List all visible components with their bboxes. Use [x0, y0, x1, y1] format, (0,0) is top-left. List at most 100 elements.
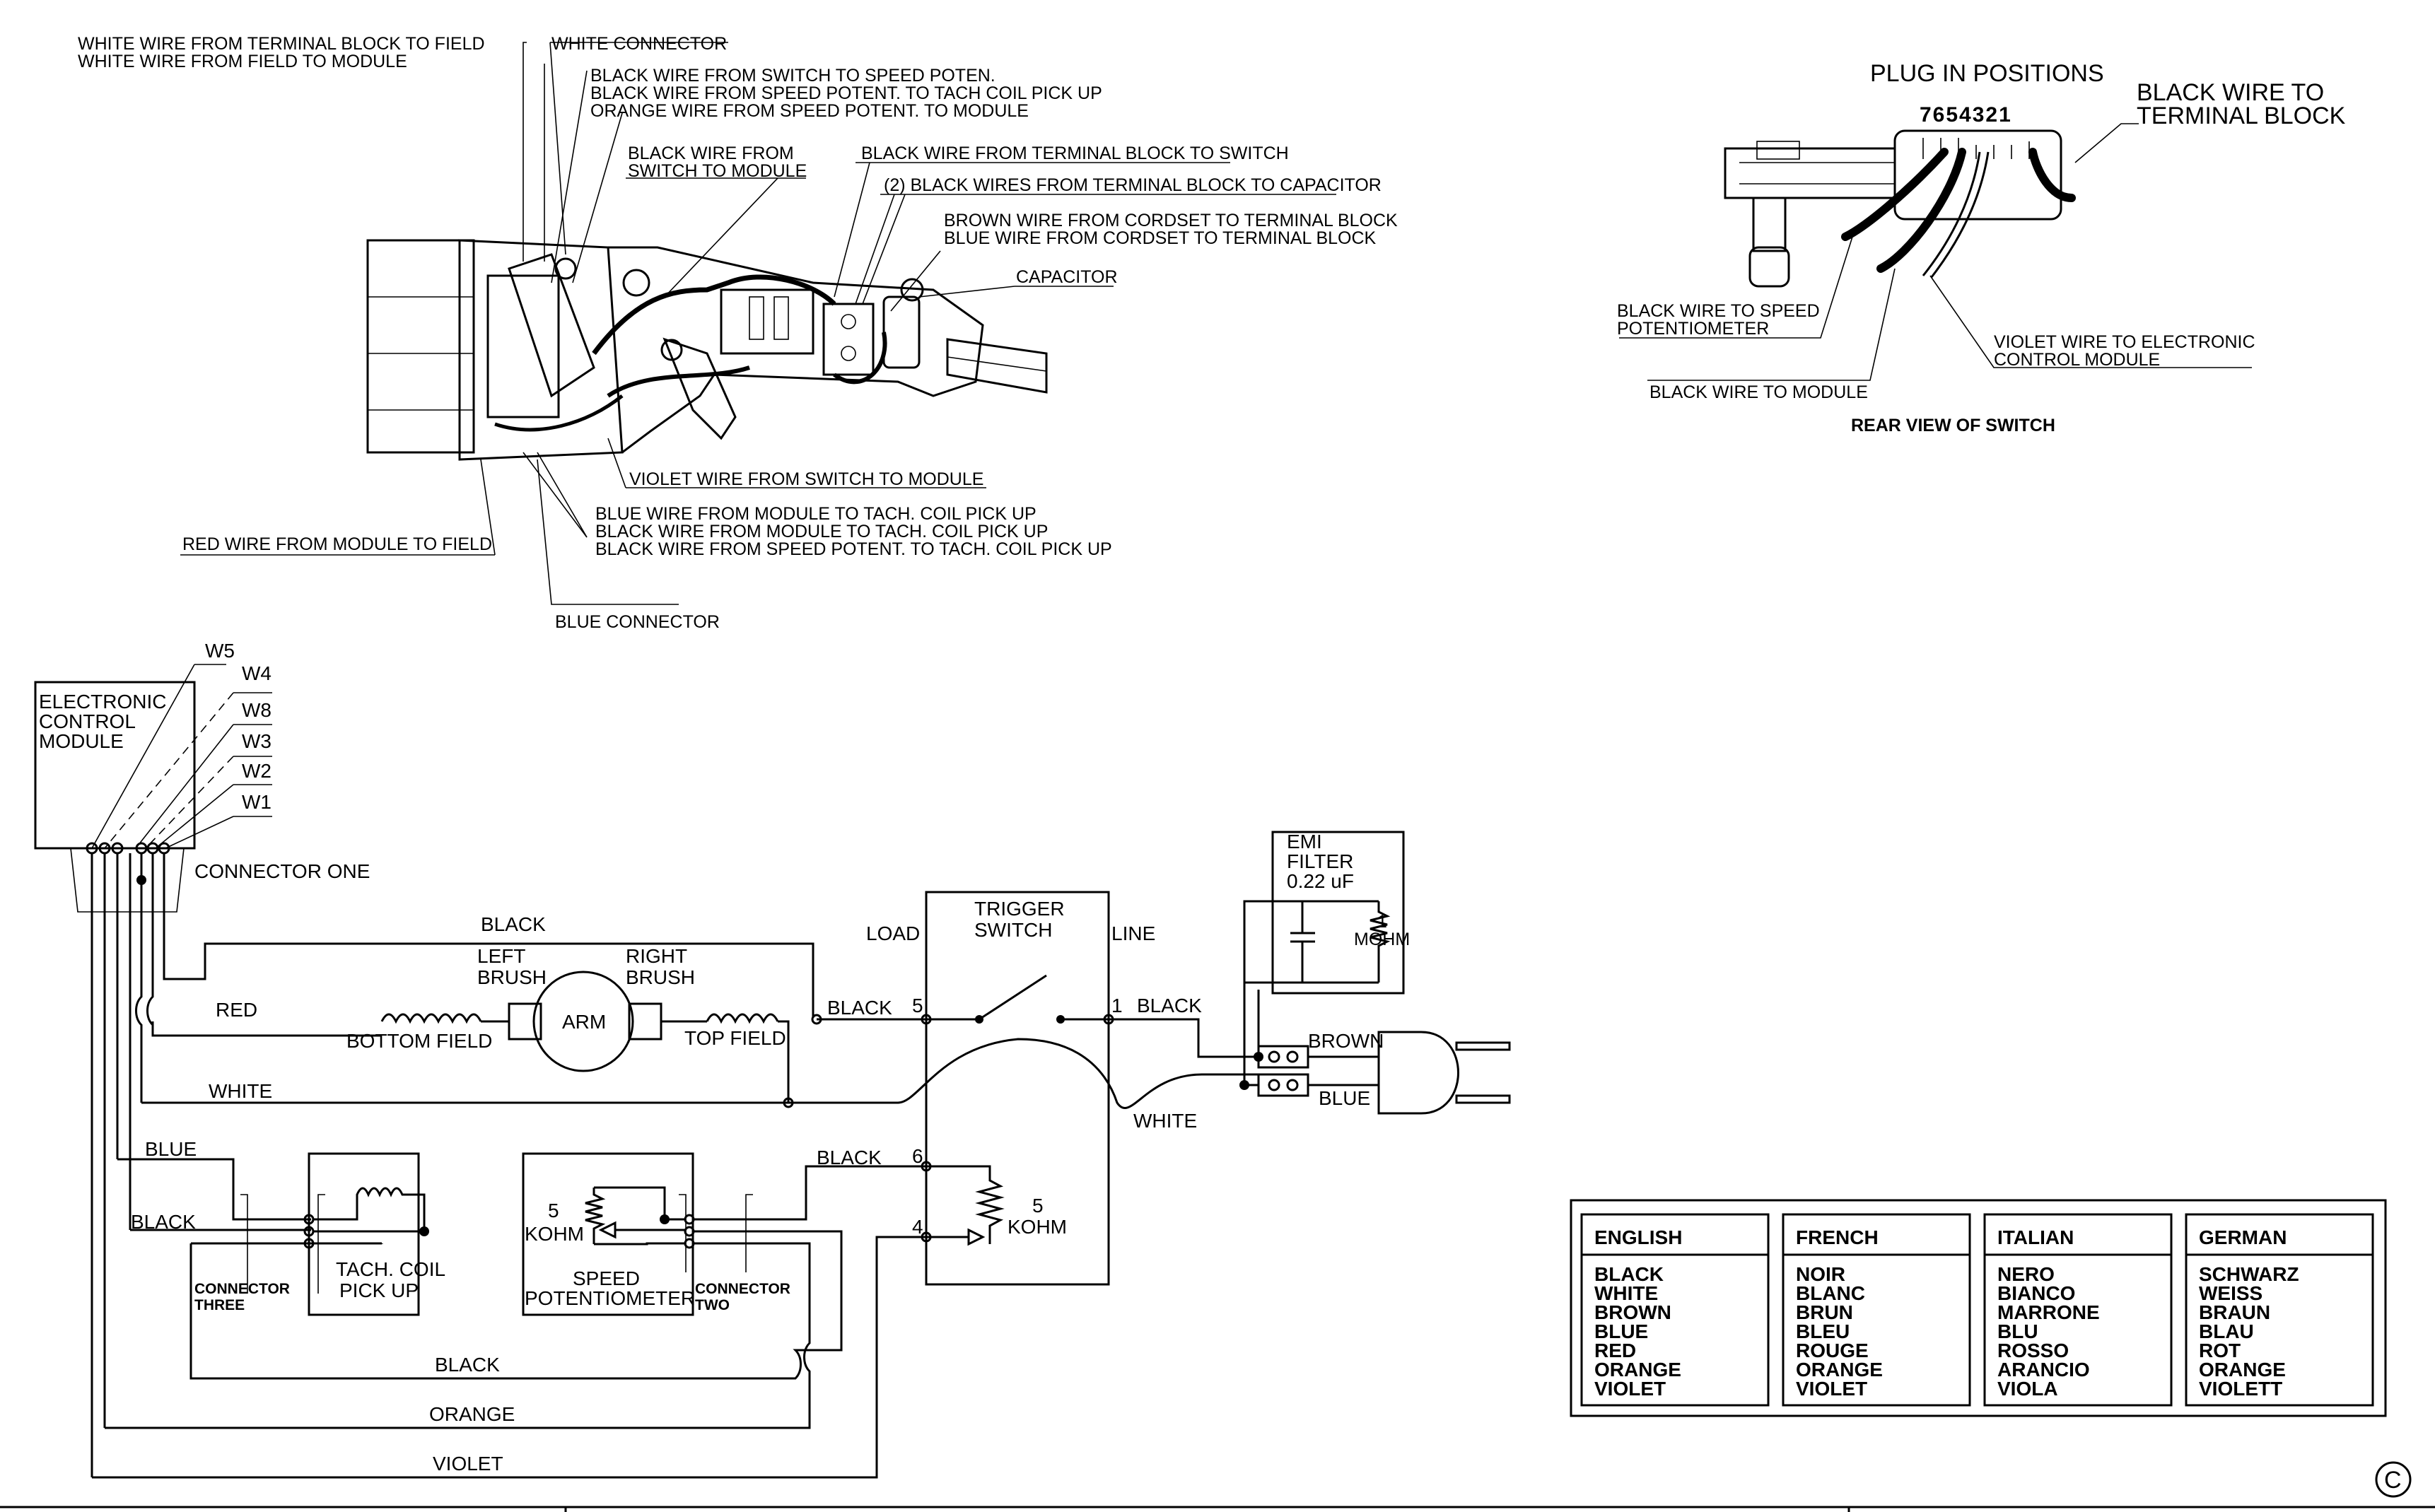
- left-brush: [508, 1002, 542, 1041]
- legend-cell: VIOLET: [1796, 1378, 1867, 1400]
- label-right-brush-1: RIGHT: [626, 945, 687, 967]
- conn2-label-1: CONNECTOR: [695, 1281, 790, 1297]
- legend-cell: ROT: [2199, 1340, 2241, 1361]
- black-wire-pin6: [693, 1165, 926, 1221]
- right-brush: [628, 1002, 662, 1041]
- top-field-coil: [706, 1013, 779, 1024]
- label-black-terminal-2: TERMINAL BLOCK: [2137, 102, 2346, 129]
- orange-wire: [105, 1242, 811, 1429]
- w5-label: W5: [205, 640, 235, 662]
- label-blue-cordset: BLUE WIRE FROM CORDSET TO TERMINAL BLOCK: [944, 228, 1377, 248]
- label-black-tach: BLACK: [131, 1211, 196, 1233]
- label-white: WHITE: [209, 1080, 272, 1102]
- label-white-tb-field: WHITE WIRE FROM TERMINAL BLOCK TO FIELD: [78, 34, 485, 54]
- label-violet-2: CONTROL MODULE: [1994, 350, 2160, 370]
- trigger-label-1: TRIGGER: [974, 898, 1065, 920]
- ecm-label-2: CONTROL: [39, 710, 136, 732]
- label-blue-plug: BLUE: [1319, 1087, 1370, 1109]
- legend-cell: WHITE: [1594, 1282, 1658, 1304]
- label-left-brush-1: LEFT: [477, 945, 525, 967]
- ecm-label-1: ELECTRONIC: [39, 691, 166, 713]
- legend-french-column: NOIR BLANC BRUN BLEU ROUGE ORANGE VIOLET: [1796, 1263, 1883, 1400]
- label-violet: VIOLET: [433, 1453, 503, 1475]
- label-black-5: BLACK: [827, 997, 892, 1019]
- label-violet-1: VIOLET WIRE TO ELECTRONIC: [1994, 332, 2255, 352]
- copyright-letter: C: [2384, 1467, 2402, 1494]
- emi-label-3: 0.22 uF: [1287, 870, 1354, 892]
- label-orange: ORANGE: [429, 1403, 515, 1425]
- w1-label: W1: [242, 791, 271, 813]
- label-top-field: TOP FIELD: [684, 1027, 786, 1049]
- violet-wire: [92, 1236, 926, 1479]
- label-red-module-field: RED WIRE FROM MODULE TO FIELD: [182, 534, 492, 554]
- kohm-b-1: 5: [1032, 1195, 1044, 1217]
- legend-header-german: GERMAN: [2199, 1226, 2287, 1248]
- legend-cell: ORANGE: [2199, 1359, 2286, 1381]
- legend-cell: ROUGE: [1796, 1340, 1869, 1361]
- switch-contact: [979, 974, 1047, 1021]
- emi-resistor: [1370, 901, 1391, 983]
- legend-cell: WEISS: [2199, 1282, 2262, 1304]
- black-wire-module: [1876, 148, 1966, 273]
- legend-header-italian: ITALIAN: [1997, 1226, 2074, 1248]
- copyright-icon: [2375, 1461, 2412, 1498]
- plug: [1377, 1031, 1459, 1115]
- legend-cell: BIANCO: [1997, 1282, 2075, 1304]
- legend-cell: VIOLETT: [2199, 1378, 2282, 1400]
- terminal-block-top: [1257, 1045, 1309, 1069]
- tool-illustration: [180, 42, 1336, 605]
- legend-cell: ARANCIO: [1997, 1359, 2090, 1381]
- red-wire: [151, 1021, 382, 1037]
- emi-filter: [1271, 831, 1405, 995]
- label-black-top: BLACK: [481, 913, 546, 935]
- label-load: LOAD: [866, 922, 920, 944]
- label-blue: BLUE: [145, 1138, 197, 1160]
- conn3-label-1: CONNECTOR: [194, 1281, 290, 1297]
- label-arm: ARM: [562, 1011, 606, 1033]
- w4-label: W4: [242, 662, 271, 684]
- blue-wire-tach: [117, 1158, 311, 1221]
- emi-label-2: FILTER: [1287, 850, 1353, 872]
- label-brown-cordset: BROWN WIRE FROM CORDSET TO TERMINAL BLOC…: [944, 211, 1398, 230]
- legend-cell: BLUE: [1594, 1320, 1648, 1342]
- label-blue-connector: BLUE CONNECTOR: [555, 612, 720, 632]
- switch-internal-resistor: [926, 1165, 1005, 1244]
- label-black-terminal-1: BLACK WIRE TO: [2137, 79, 2324, 106]
- legend-header-english: ENGLISH: [1594, 1226, 1682, 1248]
- white-wire-v: [135, 853, 143, 1103]
- mohm-1: 1: [1377, 912, 1387, 932]
- connector-one-label: CONNECTOR ONE: [194, 860, 370, 882]
- emi-label-1: EMI: [1287, 831, 1322, 852]
- w2-label: W2: [242, 760, 271, 782]
- label-black-pot-tach: BLACK WIRE FROM SPEED POTENT. TO TACH CO…: [590, 83, 1102, 103]
- tach-coil: [313, 1187, 426, 1231]
- legend-cell: ORANGE: [1594, 1359, 1681, 1381]
- violet-wire: [1922, 151, 1981, 276]
- label-left-brush-2: BRUSH: [477, 966, 547, 988]
- plug-in-positions-title: PLUG IN POSITIONS: [1870, 60, 2104, 87]
- label-black-wire-from: BLACK WIRE FROM: [628, 143, 794, 163]
- pin-4: 4: [912, 1216, 923, 1238]
- rear-view-switch: [1619, 123, 2252, 381]
- legend-cell: ROSSO: [1997, 1340, 2069, 1361]
- trigger: [662, 337, 737, 440]
- black-wire-speed-pot: [1841, 148, 1949, 241]
- legend-cell: BROWN: [1594, 1301, 1671, 1323]
- motor-housing-front: [366, 239, 475, 454]
- legend-german-column: SCHWARZ WEISS BRAUN BLAU ROT ORANGE VIOL…: [2199, 1263, 2299, 1400]
- label-switch-to-module: SWITCH TO MODULE: [628, 161, 807, 181]
- color-legend: ENGLISH FRENCH ITALIAN GERMAN BLACK WHIT…: [1570, 1199, 2387, 1417]
- terminal-block-bottom: [1257, 1073, 1309, 1097]
- label-white-connector: WHITE CONNECTOR: [551, 34, 727, 54]
- legend-cell: BLAU: [2199, 1320, 2254, 1342]
- pin-6: 6: [912, 1145, 923, 1167]
- speed-label-1: SPEED: [573, 1267, 640, 1289]
- label-right-brush-2: BRUSH: [626, 966, 695, 988]
- legend-cell: BLU: [1997, 1320, 2038, 1342]
- pin-5: 5: [912, 995, 923, 1016]
- label-black-tb-capacitor: (2) BLACK WIRES FROM TERMINAL BLOCK TO C…: [884, 175, 1382, 195]
- ecm-label-3: MODULE: [39, 730, 124, 752]
- schematic: ELECTRONIC CONTROL MODULE W5 W4 W8 W3 W2…: [34, 640, 1511, 1479]
- label-speed-pot-2: POTENTIOMETER: [1617, 319, 1769, 339]
